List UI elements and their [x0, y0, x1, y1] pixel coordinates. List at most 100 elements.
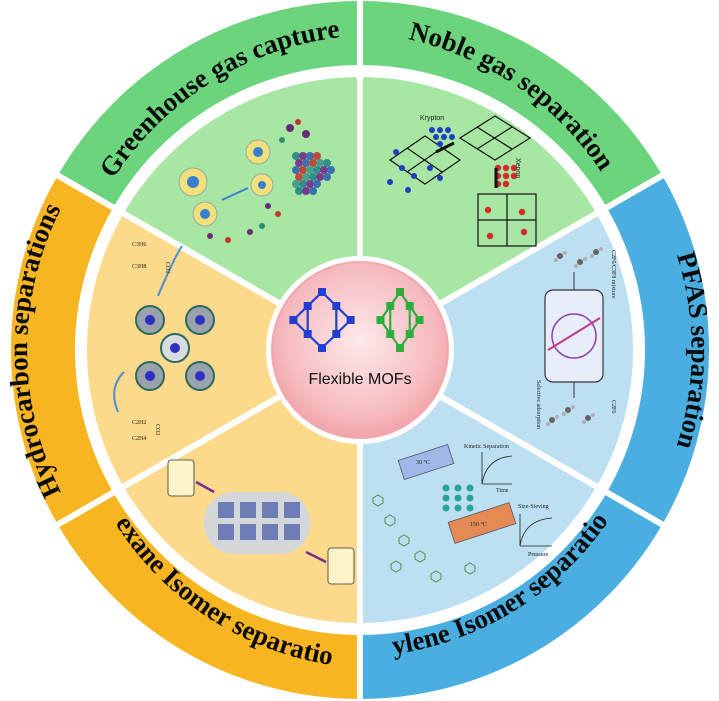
panel-hydrocarbon [81, 207, 366, 493]
xenon-atom [510, 172, 518, 180]
adsorbate-atom [309, 159, 317, 167]
lattice-node [303, 330, 312, 338]
lattice-node [318, 288, 326, 296]
center-label: Flexible MOFs [308, 371, 411, 388]
fluorine-atom [563, 251, 567, 255]
fluorine-atom [591, 413, 595, 417]
xylene-ring [430, 570, 442, 583]
molecule-label: C2H4 [132, 436, 146, 442]
outer-ring [5, 0, 715, 701]
molecule-label: C3H8 [132, 264, 146, 270]
krypton-atom [429, 127, 435, 133]
adsorbate-atom [295, 173, 303, 181]
adsorbate-atom [292, 180, 300, 188]
fluorine-atom [583, 257, 587, 261]
molecule-label: CO2 [164, 262, 170, 273]
xylene-ring [398, 534, 410, 547]
mof-node [454, 494, 462, 502]
mof-node [442, 504, 450, 512]
lattice-bottom [477, 193, 537, 247]
adsorbate-atom [313, 180, 321, 188]
xenon-label: Xenon [514, 158, 521, 178]
krypton-atom [399, 165, 405, 171]
arrow-icon [221, 187, 249, 201]
noble-gas-illustration: Krypton Xenon [387, 115, 537, 247]
lattice-node [396, 288, 404, 296]
krypton-atom [445, 127, 451, 133]
krypton-atom [433, 134, 439, 140]
mof-node [454, 504, 462, 512]
krypton-atom [427, 165, 433, 171]
fluorine-atom [555, 415, 559, 419]
membrane-low-temp [447, 502, 517, 544]
flexible-mof-lattice [289, 288, 424, 352]
fluorine-atom [599, 247, 603, 251]
sieving-label: Size-Sieving [518, 504, 549, 510]
xenon-atom [510, 164, 518, 172]
carbon-atom [557, 253, 563, 259]
xylene-molecules [372, 494, 476, 583]
adsorption-column [544, 289, 604, 383]
lattice-node [332, 302, 341, 310]
carbon-atom [585, 415, 591, 421]
lattice-right [458, 115, 532, 161]
arrow-icon [305, 550, 327, 564]
hexane-illustration [167, 459, 355, 585]
metal-center [145, 371, 155, 381]
lattice-node [386, 302, 395, 310]
adsorbate-atom [302, 173, 310, 181]
kinetic-plot: Kinetic Separation Time [464, 444, 513, 494]
fluorine-atom [571, 405, 575, 409]
xylene-ring [384, 514, 396, 527]
fluorine-atom [562, 412, 566, 416]
adsorbate-atom [316, 159, 324, 167]
carbon-atom [593, 249, 599, 255]
framework-cube [284, 502, 300, 518]
mof-capsule [204, 492, 310, 554]
xenon-atom [502, 172, 510, 180]
krypton-atom [411, 173, 417, 179]
mof-node [466, 484, 474, 492]
panel-pfas [354, 207, 639, 493]
adsorbate-atom [316, 173, 324, 181]
mof-node [454, 484, 462, 492]
xenon-atom [518, 208, 526, 216]
framework-cubes [218, 502, 300, 540]
hydrocarbon-illustration: C3H6 C3H8 CO2 C2H2 C2H4 CO2 [113, 242, 215, 442]
adsorbate-atom [309, 173, 317, 181]
metal-center [145, 315, 155, 325]
metal-center [195, 371, 205, 381]
pfas-mixture-label: C2F6/C3F8 mixture [610, 250, 616, 299]
temp-low-label: 150 °C [470, 521, 487, 528]
framework-cube [240, 502, 256, 518]
fluorine-atom [582, 420, 586, 424]
product-vial [327, 547, 355, 585]
xenon-atom [484, 206, 492, 214]
krypton-label: Krypton [420, 115, 444, 122]
fluorine-atom [590, 254, 594, 258]
krypton-atom [437, 127, 443, 133]
lattice-node [289, 316, 298, 324]
adsorbate-atom [313, 166, 321, 174]
pfas-product-label: C2F6 [610, 400, 616, 413]
adsorbate-cluster [292, 152, 335, 195]
xylene-illustration: 30 °C 150 °C Kinetic Separation Time Siz… [372, 443, 553, 583]
xenon-atom [502, 164, 510, 172]
molecule-label: C3H6 [132, 242, 146, 248]
carbon-atom [565, 407, 571, 413]
xenon-atom [486, 232, 494, 240]
adsorbate-atom [299, 152, 307, 160]
lattice-node [346, 316, 355, 324]
krypton-atom [387, 179, 393, 185]
metal-center [170, 343, 180, 353]
xylene-ring [464, 562, 476, 575]
lattice-node [386, 330, 395, 338]
adsorbate-atom [320, 166, 328, 174]
framework-cube [262, 524, 278, 540]
sieving-plot: Size-Sieving Pressure [518, 504, 553, 558]
lattice-node [405, 330, 414, 338]
adsorbate-atom [295, 159, 303, 167]
lattice-node [405, 302, 414, 310]
ring-sector-greenhouse [51, 0, 363, 214]
